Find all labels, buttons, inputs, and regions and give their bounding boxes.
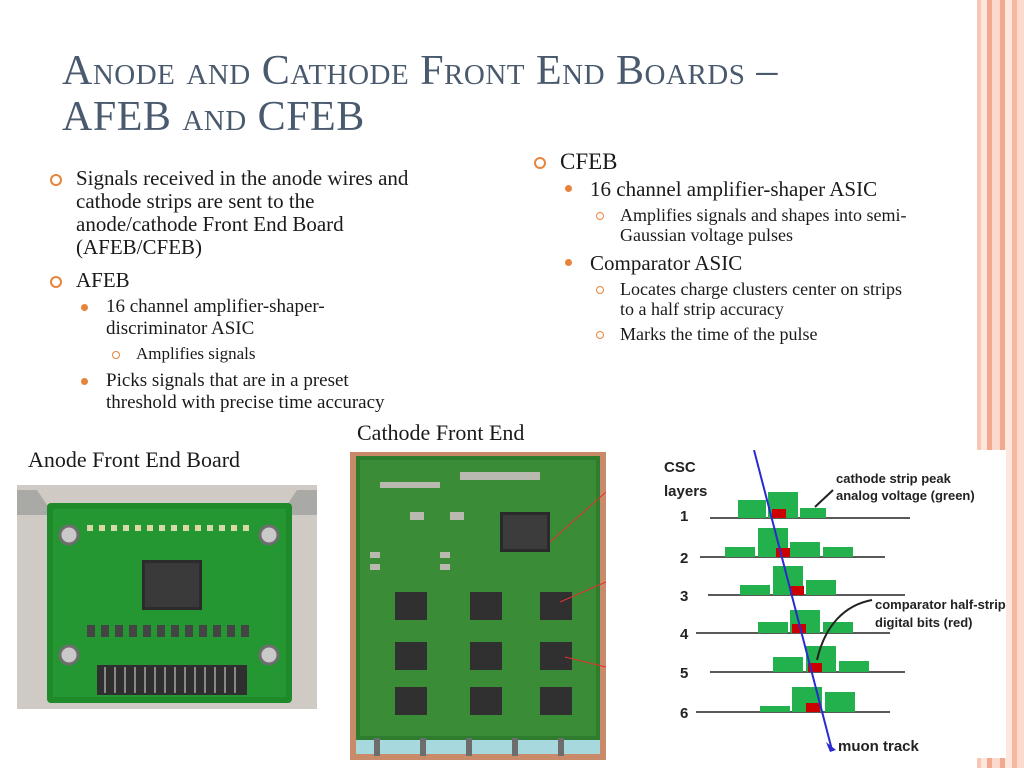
layer-1-strips	[710, 492, 910, 519]
list-item: Picks signals that are in a preset thres…	[76, 370, 416, 414]
list-item: CFEB 16 channel amplifier-shaper ASIC Am…	[530, 150, 910, 344]
layers-label: layers	[664, 483, 707, 500]
anode-board-caption: Anode Front End Board	[28, 447, 241, 472]
bullet-text: CFEB	[560, 149, 618, 174]
muon-track-label: muon track	[838, 738, 920, 755]
list-item: Marks the time of the pulse	[590, 324, 910, 344]
sub-list: 16 channel amplifier-shaper-discriminato…	[76, 296, 416, 414]
small-open-circle-bullet-icon	[596, 286, 604, 294]
open-circle-bullet-icon	[534, 157, 546, 169]
layer-number: 4	[680, 626, 689, 643]
bullet-text: 16 channel amplifier-shaper-discriminato…	[106, 296, 325, 339]
sub-list: 16 channel amplifier-shaper ASIC Amplifi…	[560, 177, 910, 344]
callout-peak-line1: cathode strip peak	[836, 471, 952, 486]
small-open-circle-bullet-icon	[596, 212, 604, 220]
sub-list: Locates charge clusters center on strips…	[590, 279, 910, 344]
bullet-text: Amplifies signals	[136, 344, 256, 363]
bullet-text: Marks the time of the pulse	[620, 324, 818, 344]
layer-6-strips	[696, 687, 890, 713]
cathode-board-photo	[350, 452, 606, 760]
sub-list: Amplifies signals and shapes into semi-G…	[590, 205, 910, 245]
bullet-text: AFEB	[76, 268, 130, 292]
small-open-circle-bullet-icon	[112, 351, 120, 359]
layer-number: 3	[680, 588, 688, 605]
muon-track-line	[753, 449, 836, 752]
anode-board-photo	[17, 485, 317, 709]
right-bullet-list: CFEB 16 channel amplifier-shaper ASIC Am…	[530, 150, 910, 354]
bullet-text: 16 channel amplifier-shaper ASIC	[590, 177, 878, 201]
list-item: 16 channel amplifier-shaper-discriminato…	[76, 296, 416, 364]
layer-4-strips	[696, 610, 890, 634]
layer-number: 6	[680, 705, 688, 722]
list-item: Locates charge clusters center on strips…	[590, 279, 910, 319]
bullet-text: Comparator ASIC	[590, 251, 743, 275]
csc-layers-diagram: CSC layers 1 2 3 4 5 6	[620, 449, 1006, 758]
callout-peak-line2: analog voltage (green)	[836, 488, 975, 503]
bullet-text: Picks signals that are in a preset thres…	[106, 370, 385, 413]
small-open-circle-bullet-icon	[596, 331, 604, 339]
slide-title-line1: Anode and Cathode Front End Boards –	[62, 48, 778, 94]
open-circle-bullet-icon	[50, 174, 62, 186]
list-item: Amplifies signals	[106, 344, 416, 364]
filled-dot-bullet-icon	[565, 185, 572, 192]
cathode-board-caption: Cathode Front End	[357, 420, 525, 445]
filled-dot-bullet-icon	[565, 259, 572, 266]
callout-bits-line2: digital bits (red)	[875, 615, 973, 630]
list-item: Amplifies signals and shapes into semi-G…	[590, 205, 910, 245]
bullet-text: Locates charge clusters center on strips…	[620, 279, 903, 319]
layer-3-strips	[708, 566, 905, 596]
list-item: Signals received in the anode wires and …	[46, 167, 416, 259]
filled-dot-bullet-icon	[81, 304, 88, 311]
filled-dot-bullet-icon	[81, 378, 88, 385]
open-circle-bullet-icon	[50, 276, 62, 288]
list-item: 16 channel amplifier-shaper ASIC Amplifi…	[560, 177, 910, 245]
layer-number: 1	[680, 508, 688, 525]
slide-title: Anode and Cathode Front End Boards – AFE…	[62, 48, 962, 140]
list-item: AFEB 16 channel amplifier-shaper-discrim…	[46, 269, 416, 414]
sub-list: Amplifies signals	[106, 344, 416, 364]
csc-label: CSC	[664, 459, 696, 476]
callout-arrow	[816, 599, 873, 661]
bullet-text: Signals received in the anode wires and …	[76, 166, 409, 259]
slide-title-line2: AFEB and CFEB	[62, 94, 365, 140]
bullet-text: Amplifies signals and shapes into semi-G…	[620, 205, 907, 245]
decorative-side-stripes	[977, 0, 1024, 768]
layer-5-strips	[710, 646, 905, 673]
layer-2-strips	[700, 528, 885, 558]
layer-number: 2	[680, 550, 688, 567]
callout-bits-line1: comparator half-strip	[875, 597, 1006, 612]
list-item: Comparator ASIC Locates charge clusters …	[560, 251, 910, 344]
callout-arrow	[814, 489, 834, 508]
left-bullet-list: Signals received in the anode wires and …	[46, 167, 416, 424]
layer-number: 5	[680, 665, 688, 682]
